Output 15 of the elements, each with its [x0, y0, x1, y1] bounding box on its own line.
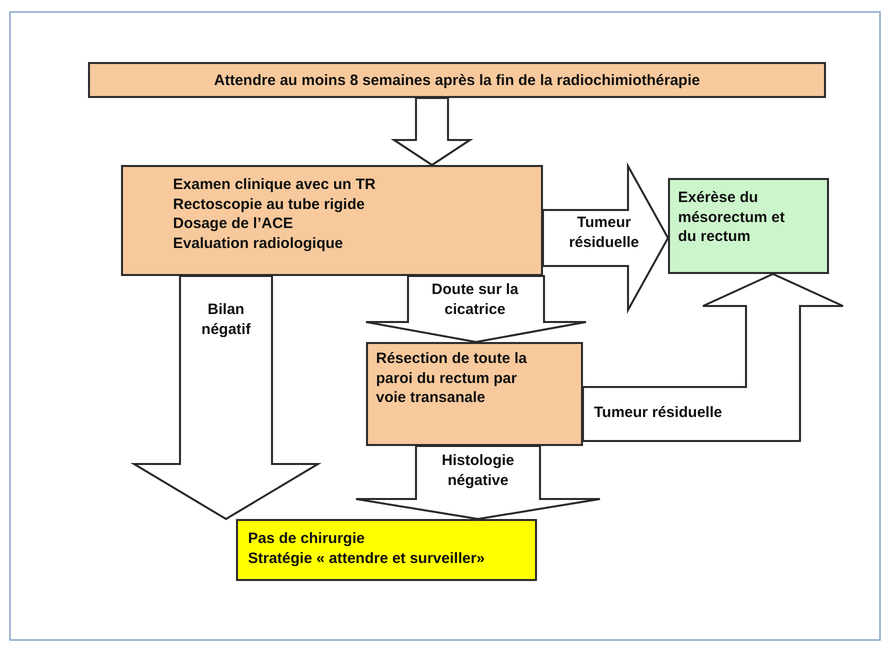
- block-arrow: [390, 97, 474, 166]
- box-text: Evaluation radiologique: [173, 234, 344, 253]
- process-box: [121, 165, 543, 276]
- process-box: [88, 62, 826, 98]
- box-text: Pas de chirurgie: [248, 529, 366, 548]
- box-text: Exérèse du mésorectum et du rectum: [678, 188, 786, 246]
- box-text: Dosage de l’ACE: [173, 214, 294, 234]
- process-box: [366, 342, 583, 446]
- box-text: Stratégie « attendre et surveiller»: [248, 548, 486, 568]
- process-box: [668, 178, 829, 274]
- box-text: Rectoscopie au tube rigide: [173, 194, 366, 214]
- process-box: [236, 519, 537, 581]
- box-text: Examen clinique avec un TR: [173, 175, 377, 194]
- box-text: Résection de toute la paroi du rectum par voie transanale: [376, 349, 528, 408]
- box-text: Attendre au moins 8 semaines après la fin de la radiochimiothérapie: [213, 71, 701, 90]
